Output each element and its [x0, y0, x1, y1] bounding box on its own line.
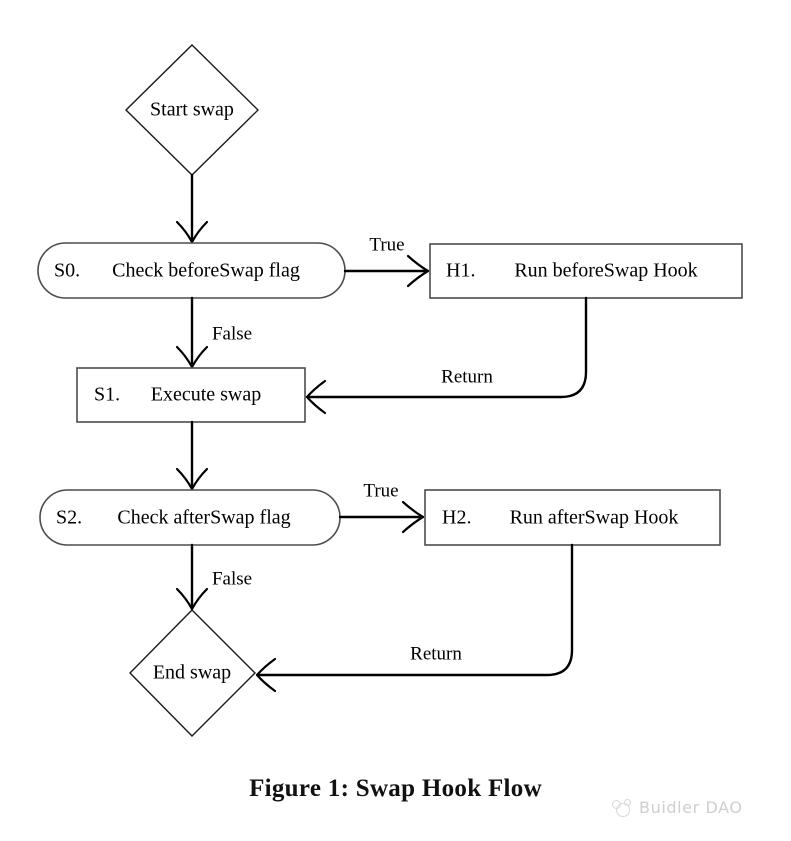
watermark-text: Buidler DAO — [639, 798, 743, 817]
edge-s1-to-s2-arrowhead-right — [190, 467, 209, 491]
watermark: Buidler DAO — [612, 798, 743, 817]
edge-s1-to-s2 — [175, 420, 209, 491]
s2-key: S2. — [56, 507, 82, 529]
edge-s2-to-h2: True — [338, 480, 425, 534]
node-h2-run-afterswap-hook[interactable]: H2. Run afterSwap Hook — [424, 489, 721, 546]
edge-s0-to-h1: True — [343, 234, 430, 288]
edge-s2-to-end-arrowhead-left — [175, 587, 194, 611]
edge-h2-to-end-arrowhead-bottom — [255, 673, 277, 693]
edge-h2-to-end-arrowhead-top — [255, 657, 277, 677]
edge-h1-to-s1-line — [306, 296, 588, 399]
edge-s0-to-s1-arrowhead-left — [175, 345, 194, 369]
edge-start-to-s0-arrowhead-left — [175, 220, 194, 244]
end-swap-label: End swap — [153, 662, 231, 684]
s1-key: S1. — [94, 384, 120, 406]
edge-s0-to-s1-arrowhead-right — [190, 345, 209, 369]
node-s1-execute-swap[interactable]: S1. Execute swap — [76, 367, 306, 423]
s1-rect-shape — [76, 367, 306, 423]
edge-h1-to-s1-arrowhead-top — [305, 379, 327, 399]
start-swap-label: Start swap — [150, 99, 234, 121]
node-end-swap[interactable]: End swap — [129, 609, 256, 737]
node-start-swap[interactable]: Start swap — [125, 44, 259, 176]
node-s2-check-afterswap[interactable]: S2. Check afterSwap flag — [39, 489, 341, 546]
edge-s0-to-h1-label: True — [369, 234, 404, 255]
edge-s2-to-h2-label: True — [363, 480, 398, 501]
edge-h2-to-end: Return — [255, 543, 574, 693]
edge-s2-to-h2-arrowhead-top — [401, 500, 425, 519]
s0-label: Check beforeSwap flag — [112, 260, 300, 282]
h1-label: Run beforeSwap Hook — [514, 260, 697, 282]
edge-s0-to-h1-arrowhead-bottom — [406, 269, 430, 288]
node-s0-check-beforeswap[interactable]: S0. Check beforeSwap flag — [37, 242, 346, 299]
s0-key: S0. — [54, 260, 80, 282]
edge-s0-to-s1: False — [175, 296, 252, 369]
buidler-dao-logo-icon — [612, 798, 632, 817]
s1-label: Execute swap — [151, 384, 262, 406]
edge-h2-to-end-line — [256, 543, 574, 677]
h1-rect-shape — [429, 243, 743, 299]
edge-s2-to-end-label: False — [212, 568, 252, 589]
h2-key: H2. — [442, 507, 471, 529]
edge-s1-to-s2-arrowhead-left — [175, 467, 194, 491]
edge-s0-to-s1-label: False — [212, 323, 252, 344]
h2-rect-shape — [424, 489, 721, 546]
edge-s2-to-end: False — [175, 543, 252, 611]
edge-h1-to-s1: Return — [305, 296, 588, 415]
figure-caption: Figure 1: Swap Hook Flow — [249, 775, 542, 802]
edge-h1-to-s1-label: Return — [441, 366, 493, 387]
edge-h1-to-s1-arrowhead-bottom — [305, 395, 327, 415]
s2-label: Check afterSwap flag — [117, 507, 290, 529]
edge-h2-to-end-label: Return — [410, 643, 462, 664]
edge-s0-to-h1-arrowhead-top — [406, 254, 430, 273]
edge-s2-to-h2-arrowhead-bottom — [401, 515, 425, 534]
end-swap-diamond-shape — [129, 609, 256, 737]
node-h1-run-beforeswap-hook[interactable]: H1. Run beforeSwap Hook — [429, 243, 743, 299]
edge-s2-to-end-arrowhead-right — [190, 587, 209, 611]
edge-start-to-s0 — [175, 173, 209, 244]
h1-key: H1. — [446, 260, 475, 282]
edge-start-to-s0-arrowhead-right — [190, 220, 209, 244]
h2-label: Run afterSwap Hook — [510, 507, 679, 529]
